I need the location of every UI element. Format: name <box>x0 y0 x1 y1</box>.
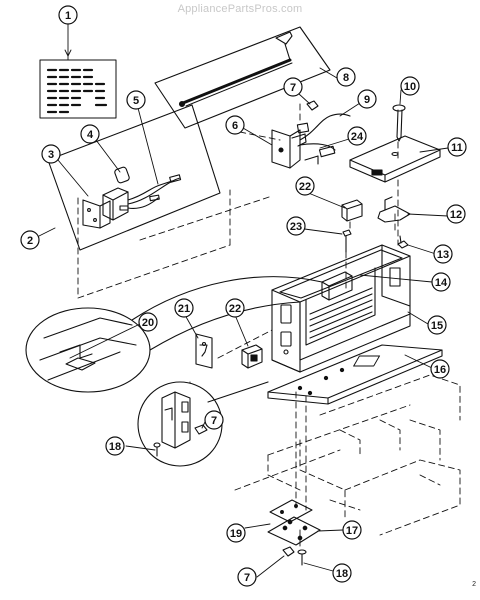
svg-text:8: 8 <box>343 72 349 84</box>
svg-text:9: 9 <box>364 94 370 106</box>
svg-text:22: 22 <box>229 303 241 315</box>
callout-22-lower: 22 <box>225 298 245 318</box>
callout-4: 4 <box>80 124 100 144</box>
callout-8: 8 <box>336 67 356 87</box>
frame-tube-part <box>154 26 331 129</box>
callout-17: 17 <box>342 520 362 540</box>
svg-text:5: 5 <box>133 95 139 107</box>
relay-panel-part <box>47 104 221 251</box>
svg-text:10: 10 <box>404 81 416 93</box>
clip-part <box>377 196 411 249</box>
callout-22-top: 22 <box>295 176 315 196</box>
callout-19: 19 <box>226 523 246 543</box>
callout-leaders <box>38 23 449 578</box>
callout-5: 5 <box>126 90 146 110</box>
callout-18-left: 18 <box>105 436 125 456</box>
svg-text:11: 11 <box>451 142 463 154</box>
svg-text:19: 19 <box>230 528 242 540</box>
callout-14: 14 <box>431 272 451 292</box>
callout-11: 11 <box>447 137 467 157</box>
svg-text:7: 7 <box>211 415 217 427</box>
callout-21: 21 <box>174 298 194 318</box>
callout-labels: 1 2 3 4 5 6 7 8 9 10 11 24 22 12 23 13 1… <box>20 5 467 587</box>
svg-text:4: 4 <box>87 129 94 141</box>
svg-text:18: 18 <box>109 441 121 453</box>
switch-part-lower <box>241 344 263 369</box>
svg-text:7: 7 <box>290 82 296 94</box>
svg-text:6: 6 <box>232 120 238 132</box>
detail-view-18 <box>137 381 269 467</box>
svg-text:24: 24 <box>351 131 364 143</box>
svg-text:23: 23 <box>290 221 302 233</box>
callout-6: 6 <box>225 115 245 135</box>
svg-text:3: 3 <box>48 149 54 161</box>
bracket-plates-part <box>267 499 321 566</box>
callout-1: 1 <box>58 5 78 25</box>
callout-20: 20 <box>138 312 158 332</box>
svg-text:17: 17 <box>346 525 358 537</box>
svg-text:22: 22 <box>299 181 311 193</box>
control-housing <box>271 244 411 373</box>
callout-2: 2 <box>20 230 40 250</box>
control-bracket-part <box>271 100 351 169</box>
svg-text:15: 15 <box>431 320 443 332</box>
base-plate-part <box>267 344 443 405</box>
svg-text:1: 1 <box>65 10 71 22</box>
callout-12: 12 <box>446 204 466 224</box>
callout-10: 10 <box>400 76 420 96</box>
svg-text:2: 2 <box>27 235 33 247</box>
switch-part-upper <box>341 199 363 253</box>
callout-18-bottom: 18 <box>332 563 352 583</box>
detail-view-20 <box>25 276 323 393</box>
plate-part-21 <box>195 333 213 369</box>
svg-text:13: 13 <box>437 249 449 261</box>
callout-23: 23 <box>286 216 306 236</box>
svg-text:21: 21 <box>178 303 190 315</box>
callout-16: 16 <box>430 359 450 379</box>
svg-text:7: 7 <box>244 572 250 584</box>
callout-3: 3 <box>41 144 61 164</box>
cover-part <box>349 135 441 183</box>
callout-24: 24 <box>347 126 367 146</box>
page-number: 2 <box>472 581 476 588</box>
screw-part-10 <box>392 104 406 142</box>
callout-9: 9 <box>357 89 377 109</box>
callout-13: 13 <box>433 244 453 264</box>
callout-7-bottom: 7 <box>237 567 257 587</box>
callout-15: 15 <box>427 315 447 335</box>
svg-text:18: 18 <box>336 568 348 580</box>
dashed-chassis-outline <box>77 99 461 549</box>
callout-7-top: 7 <box>283 77 303 97</box>
svg-text:20: 20 <box>142 317 154 329</box>
wiring-label-part <box>39 59 117 119</box>
svg-text:14: 14 <box>435 277 448 289</box>
svg-text:12: 12 <box>450 209 462 221</box>
watermark: AppliancePartsPros.com <box>177 3 303 15</box>
svg-text:16: 16 <box>434 364 446 376</box>
callout-7-mid: 7 <box>204 410 224 430</box>
